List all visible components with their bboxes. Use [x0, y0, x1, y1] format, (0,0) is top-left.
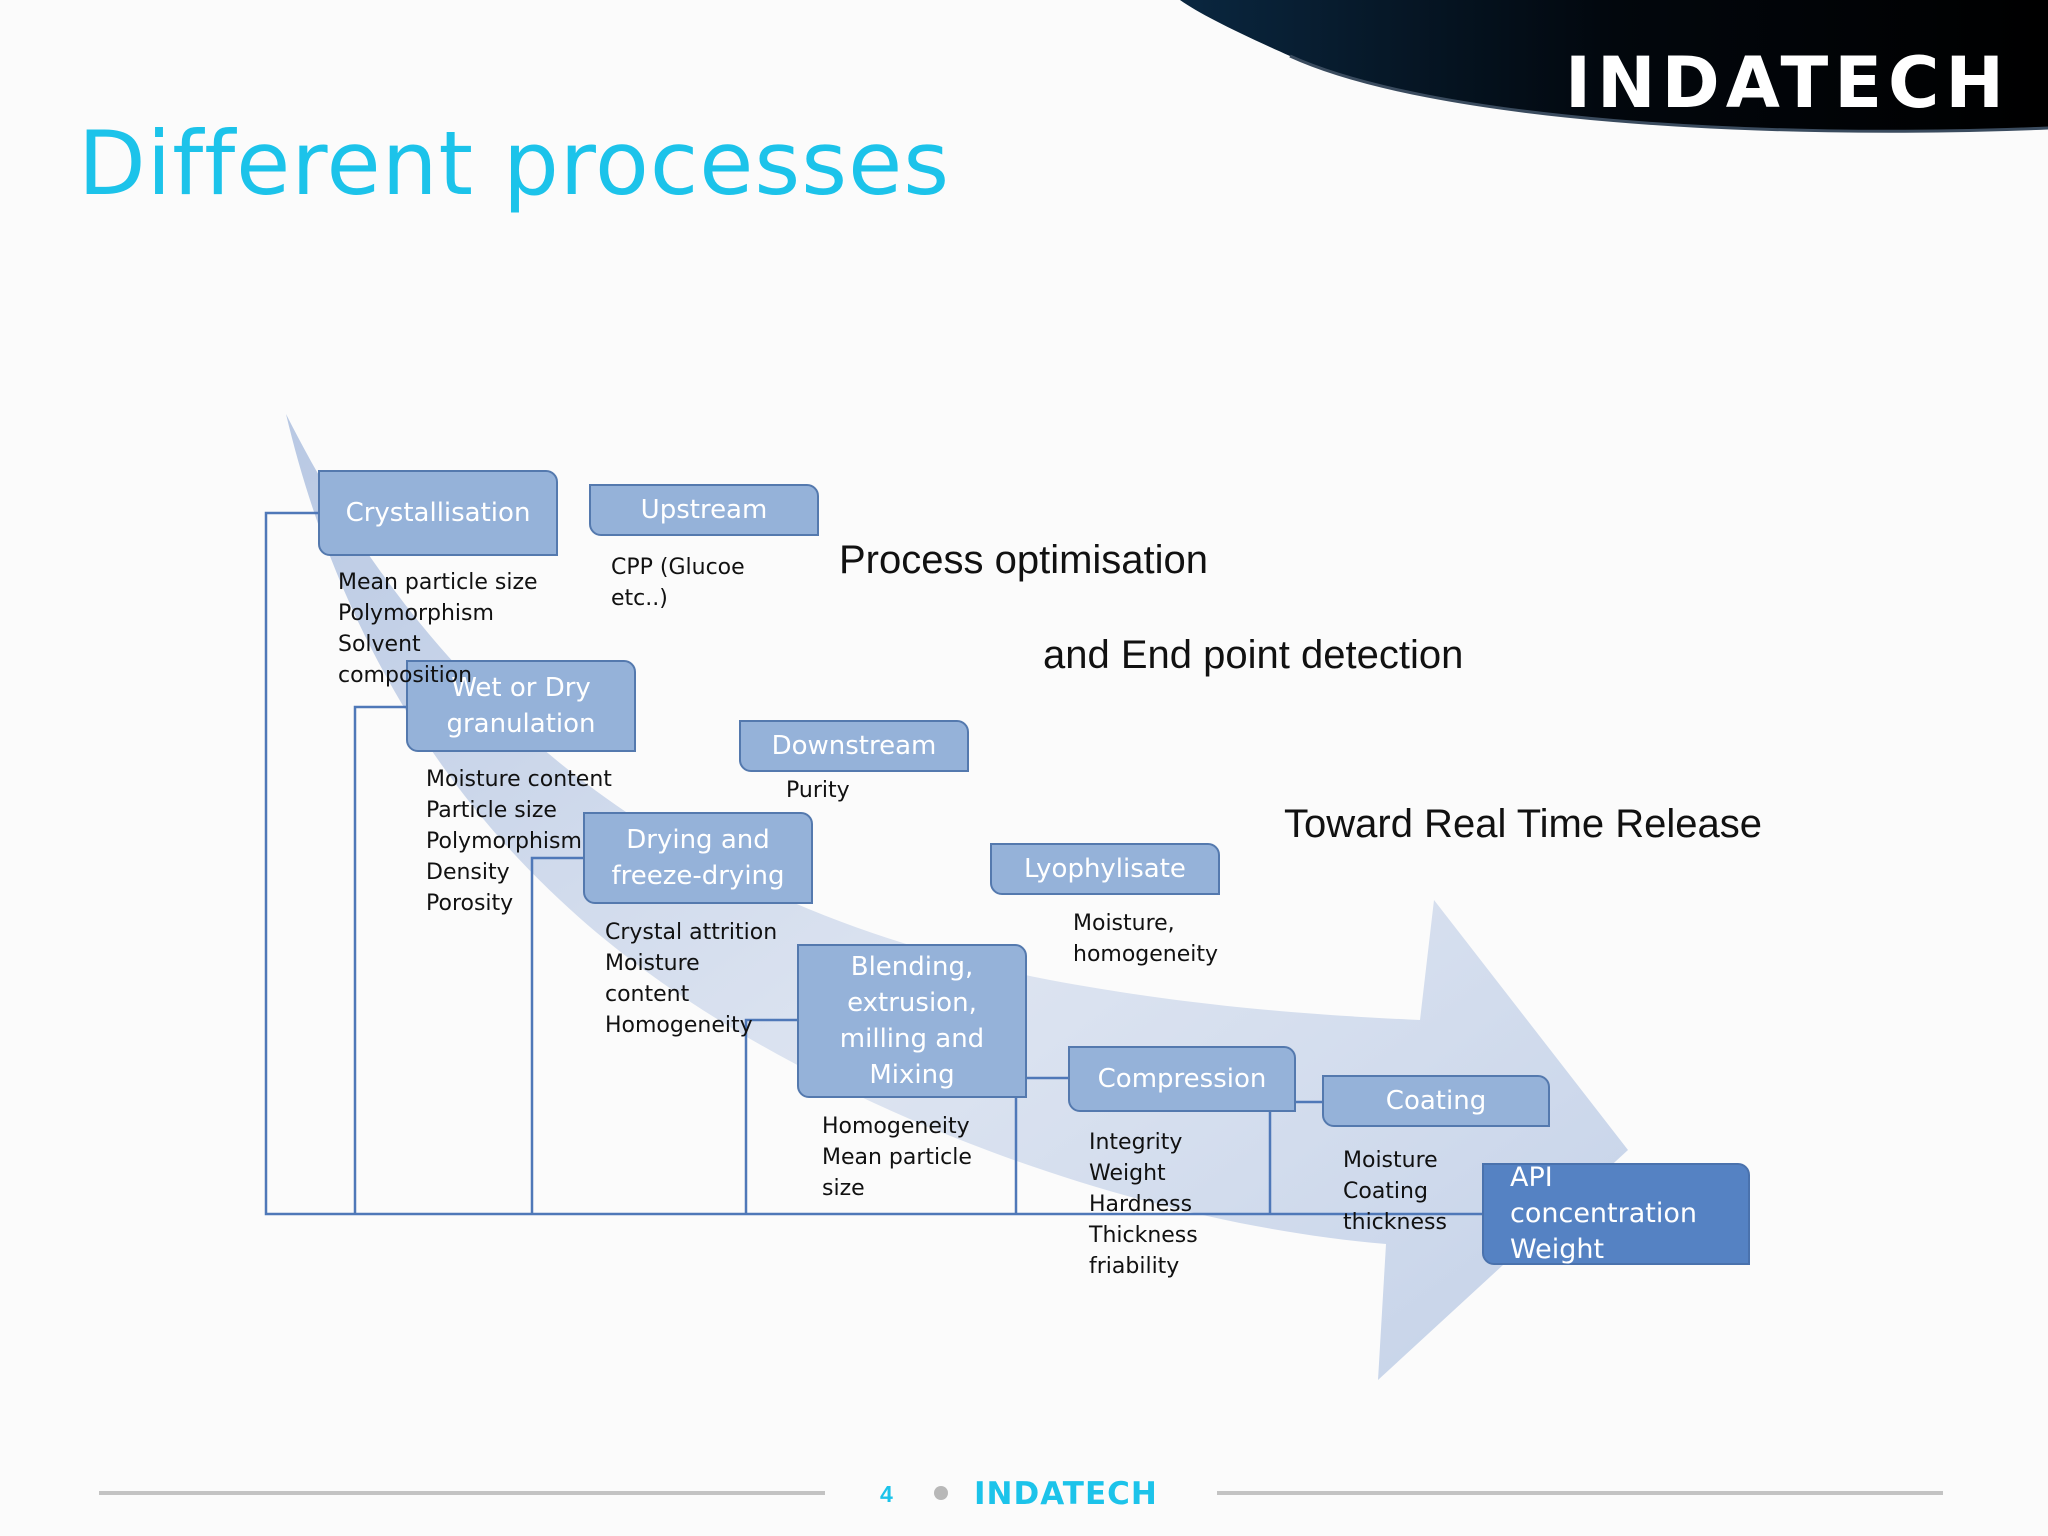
step-blending: Blending, extrusion, milling and Mixing — [797, 944, 1027, 1098]
footer-line-left — [99, 1491, 825, 1495]
step-compression: Compression — [1068, 1046, 1296, 1112]
step-coating: Coating — [1322, 1075, 1550, 1127]
caption-real-time: Toward Real Time Release — [1284, 802, 1762, 846]
caption-end-point: and End point detection — [1043, 633, 1464, 677]
step-drying: Drying and freeze-drying — [583, 812, 813, 904]
slide-title: Different processes — [78, 112, 951, 215]
step-lyophylisate: Lyophylisate — [990, 843, 1220, 895]
footer-line-right — [1217, 1491, 1943, 1495]
page-number: 4 — [880, 1481, 893, 1507]
notes-crystallisation: Mean particle size Polymorphism Solvent … — [338, 570, 538, 688]
caption-process-optimisation: Process optimisation — [839, 538, 1209, 582]
footer-dot — [934, 1486, 948, 1500]
notes-drying: Crystal attrition Moisture content Homog… — [605, 920, 778, 1038]
step-api-concentration: API concentration Weight — [1482, 1162, 1750, 1265]
notes-upstream: CPP (Glucoe etc..) — [611, 555, 745, 611]
notes-compression: Integrity Weight Hardness Thickness fria… — [1089, 1130, 1198, 1279]
step-downstream: Downstream — [739, 720, 969, 772]
footer-logo: INDATECH — [974, 1476, 1158, 1512]
header-swoosh — [1180, 0, 2048, 133]
step-upstream: Upstream — [589, 484, 819, 536]
notes-coating: Moisture Coating thickness — [1343, 1148, 1447, 1235]
indatech-logo: INDATECH — [1565, 42, 2010, 124]
step-granulation: Wet or Dry granulation — [406, 660, 636, 752]
notes-lyophylisate: Moisture, homogeneity — [1073, 911, 1219, 967]
notes-granulation: Moisture content Particle size Polymorph… — [426, 767, 612, 916]
notes-blending: Homogeneity Mean particle size — [822, 1114, 972, 1201]
step-crystallisation: Crystallisation — [318, 470, 558, 556]
notes-downstream: Purity — [786, 778, 850, 803]
